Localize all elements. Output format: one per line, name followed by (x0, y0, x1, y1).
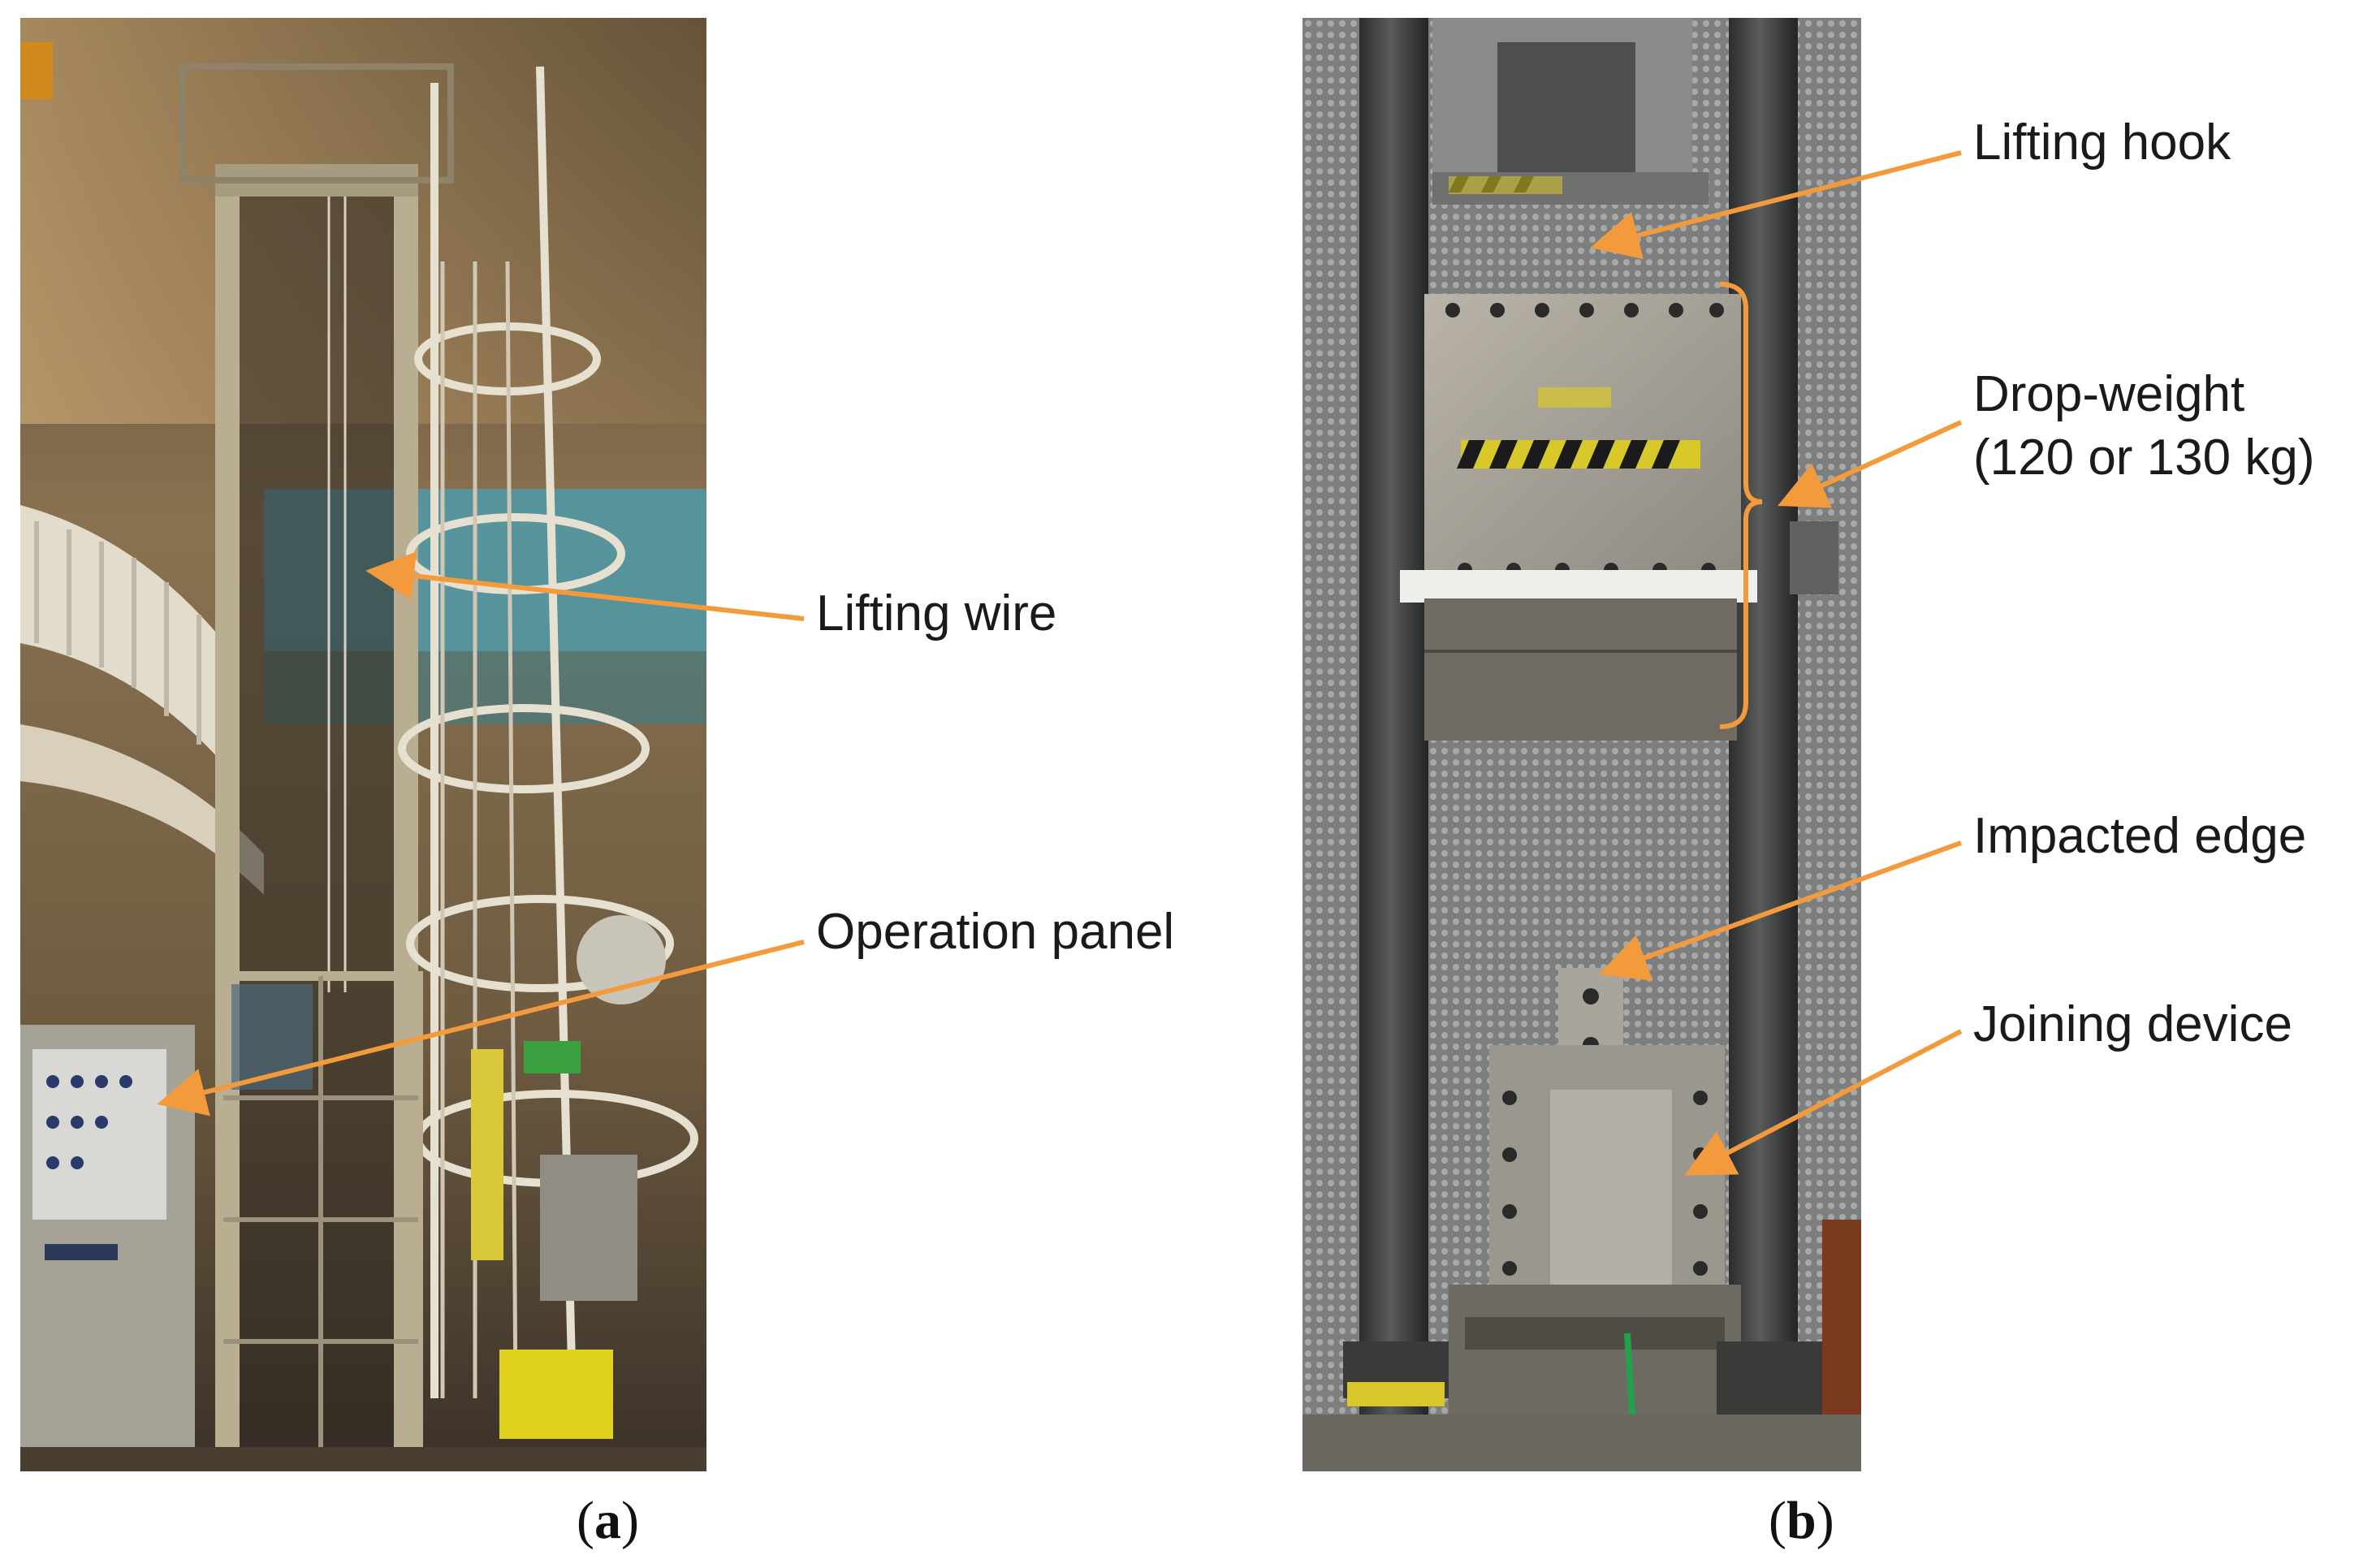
label-impacted-edge: Impacted edge (1973, 808, 2307, 864)
photo-b (1302, 18, 1861, 1471)
label-joining-device: Joining device (1973, 996, 2292, 1052)
caption-b: (b) (1769, 1491, 1834, 1550)
caption-b-letter: b (1786, 1491, 1817, 1550)
label-operation-panel: Operation panel (816, 904, 1175, 960)
caption-a-letter: a (594, 1491, 621, 1550)
caption-a: (a) (577, 1491, 639, 1550)
photo-b-drawing (1302, 18, 1861, 1471)
photo-a-drawing (20, 18, 706, 1471)
label-lifting-hook: Lifting hook (1973, 114, 2231, 171)
label-drop-weight: Drop-weight (1973, 366, 2245, 422)
photo-a (20, 18, 706, 1471)
label-drop-weight-mass: (120 or 130 kg) (1973, 430, 2315, 486)
label-lifting-wire: Lifting wire (816, 585, 1057, 641)
